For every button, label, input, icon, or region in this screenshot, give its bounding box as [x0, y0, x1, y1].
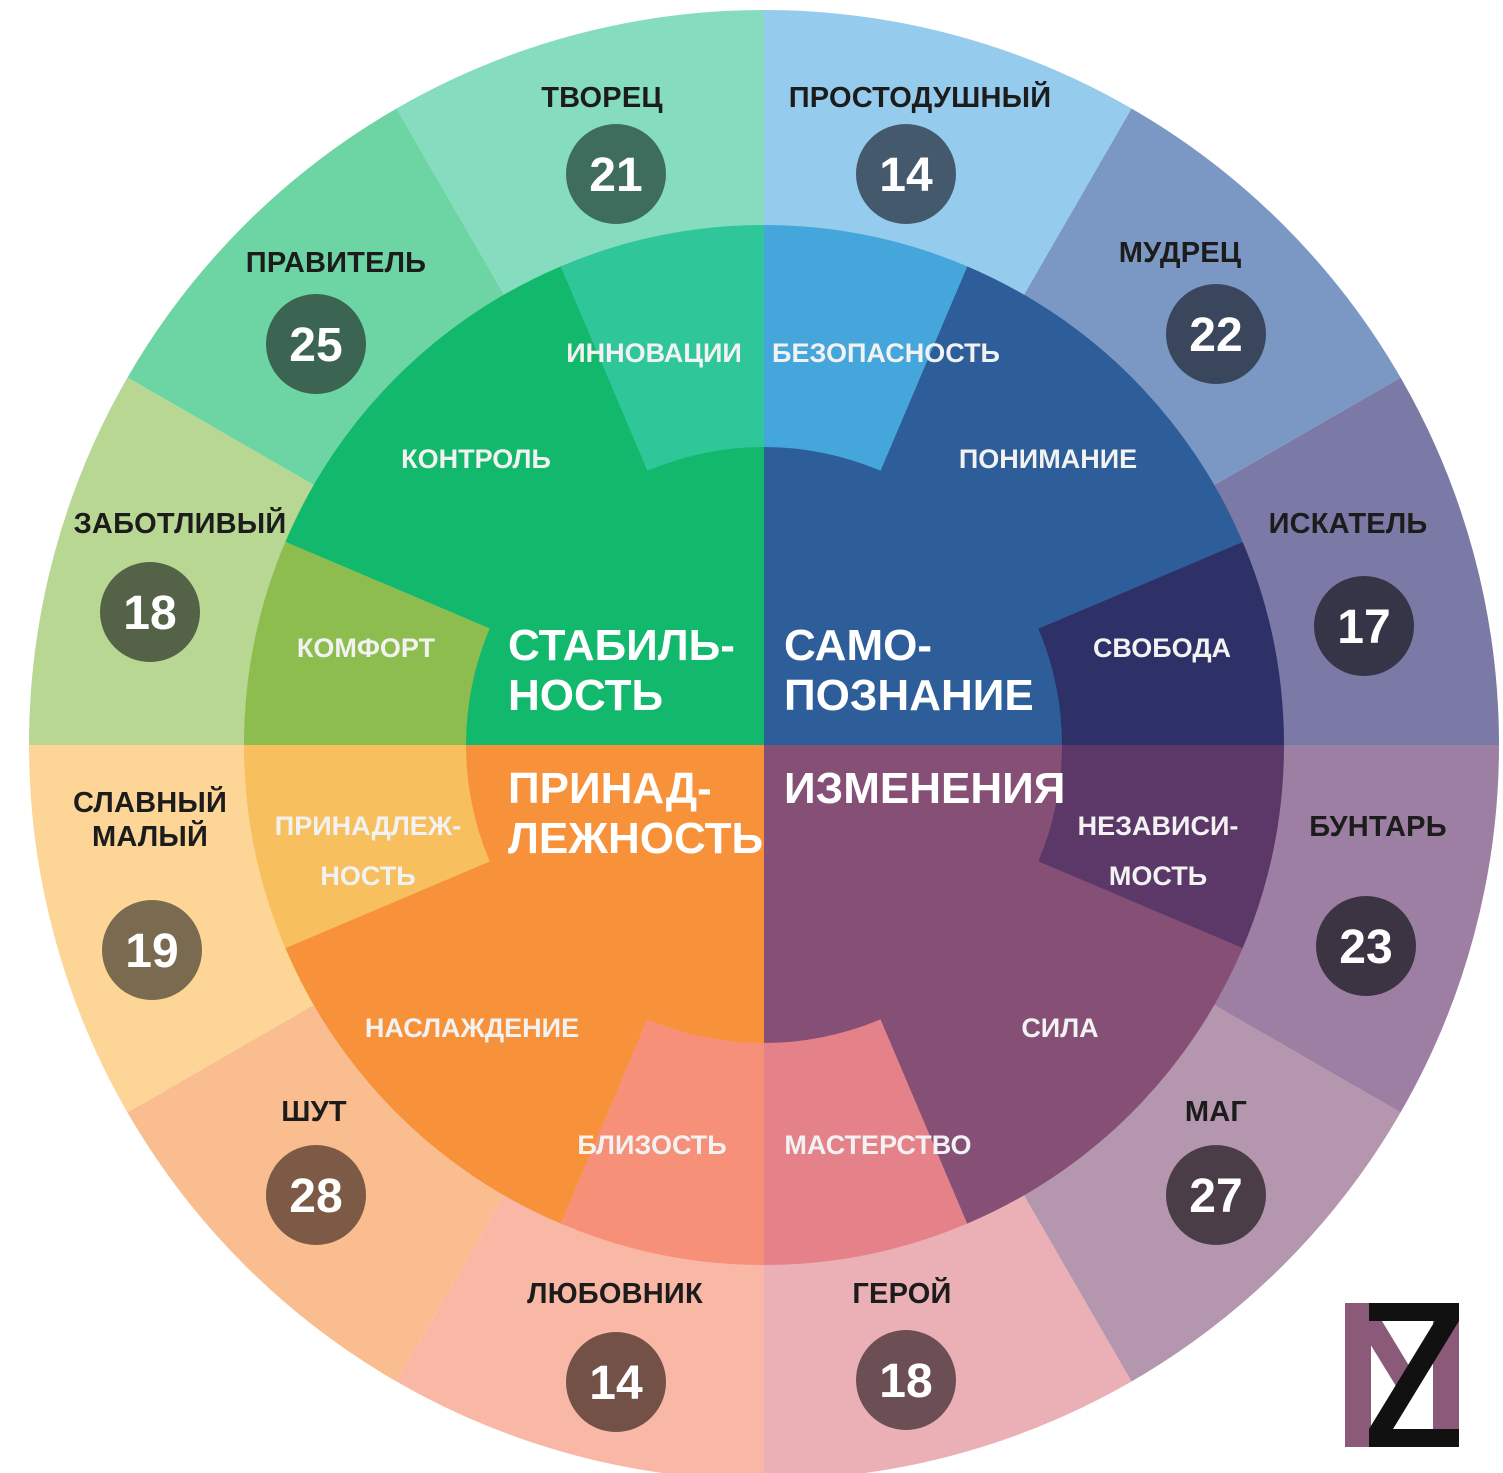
value-label-naslazhdenie: НАСЛАЖДЕНИЕ — [365, 1013, 579, 1043]
core-label-stabilnost: СТАБИЛЬ-НОСТЬ — [508, 621, 735, 720]
badge-iskatel — [1314, 576, 1414, 676]
badge-prostodushny — [856, 124, 956, 224]
badge-number-mag: 27 — [1189, 1170, 1242, 1223]
logo-m-left — [1345, 1303, 1371, 1447]
value-label-kontrol: КОНТРОЛЬ — [401, 444, 551, 474]
badge-number-slavny-maly: 19 — [125, 925, 178, 978]
archetype-name-shut: ШУТ — [281, 1096, 347, 1128]
badge-zabotlivy — [100, 562, 200, 662]
badge-number-iskatel: 17 — [1337, 601, 1390, 654]
core-quadrant-izmeneniya — [764, 745, 1062, 1043]
archetype-name-geroy: ГЕРОЙ — [852, 1276, 951, 1310]
badge-number-geroy: 18 — [879, 1355, 932, 1408]
badge-tvorets — [566, 124, 666, 224]
badge-number-buntar: 23 — [1339, 921, 1392, 974]
core-label-izmeneniya: ИЗМЕНЕНИЯ — [784, 764, 1065, 813]
value-label-innovatsii: ИННОВАЦИИ — [566, 338, 742, 368]
badge-shut — [266, 1145, 366, 1245]
badge-pravitel — [266, 294, 366, 394]
value-label-svoboda: СВОБОДА — [1093, 633, 1231, 663]
core-label-samopoznanie: САМО-ПОЗНАНИЕ — [784, 621, 1034, 720]
value-label-nezavisimost: НЕЗАВИСИ-МОСТЬ — [1078, 811, 1239, 891]
badge-number-tvorets: 21 — [589, 149, 642, 202]
logo-m-diagonal — [1345, 1303, 1411, 1391]
core-quadrant-prinadlezhnost-core — [466, 745, 764, 1043]
badge-slavny-maly — [102, 900, 202, 1000]
archetype-name-zabotlivy: ЗАБОТЛИВЫЙ — [74, 506, 287, 540]
badge-buntar — [1316, 896, 1416, 996]
badge-number-lyubovnik: 14 — [589, 1357, 643, 1410]
value-label-komfort: КОМФОРТ — [297, 633, 436, 663]
value-label-ponimanie: ПОНИМАНИЕ — [959, 444, 1137, 474]
badge-number-pravitel: 25 — [289, 319, 342, 372]
archetype-name-tvorets: ТВОРЕЦ — [541, 82, 663, 114]
core-label-prinadlezhnost-core: ПРИНАД-ЛЕЖНОСТЬ — [508, 764, 763, 863]
logo-z — [1369, 1303, 1459, 1447]
archetype-name-iskatel: ИСКАТЕЛЬ — [1269, 508, 1428, 540]
value-label-bezopasnost: БЕЗОПАСНОСТЬ — [772, 338, 1000, 368]
core-quadrant-samopoznanie — [764, 447, 1062, 745]
badge-number-prostodushny: 14 — [879, 149, 933, 202]
badge-number-mudrets: 22 — [1189, 309, 1242, 362]
value-label-blizost: БЛИЗОСТЬ — [577, 1130, 726, 1160]
badge-lyubovnik — [566, 1332, 666, 1432]
badge-mudrets — [1166, 284, 1266, 384]
badge-number-shut: 28 — [289, 1170, 342, 1223]
core-quadrant-stabilnost — [466, 447, 764, 745]
archetype-name-buntar: БУНТАРЬ — [1309, 811, 1447, 843]
core-circle — [466, 447, 1062, 1043]
badge-number-zabotlivy: 18 — [123, 587, 176, 640]
value-label-masterstvo: МАСТЕРСТВО — [784, 1130, 971, 1160]
archetype-name-mag: МАГ — [1185, 1096, 1247, 1128]
archetype-name-lyubovnik: ЛЮБОВНИК — [527, 1278, 703, 1310]
value-label-sila: СИЛА — [1021, 1013, 1098, 1043]
archetype-name-prostodushny: ПРОСТОДУШНЫЙ — [789, 80, 1052, 114]
badge-geroy — [856, 1330, 956, 1430]
archetype-name-pravitel: ПРАВИТЕЛЬ — [246, 247, 426, 279]
badge-mag — [1166, 1145, 1266, 1245]
value-label-prinadlezhnost-value: ПРИНАДЛЕЖ-НОСТЬ — [275, 811, 461, 891]
mz-logo — [1345, 1303, 1459, 1447]
archetype-name-mudrets: МУДРЕЦ — [1119, 237, 1241, 269]
